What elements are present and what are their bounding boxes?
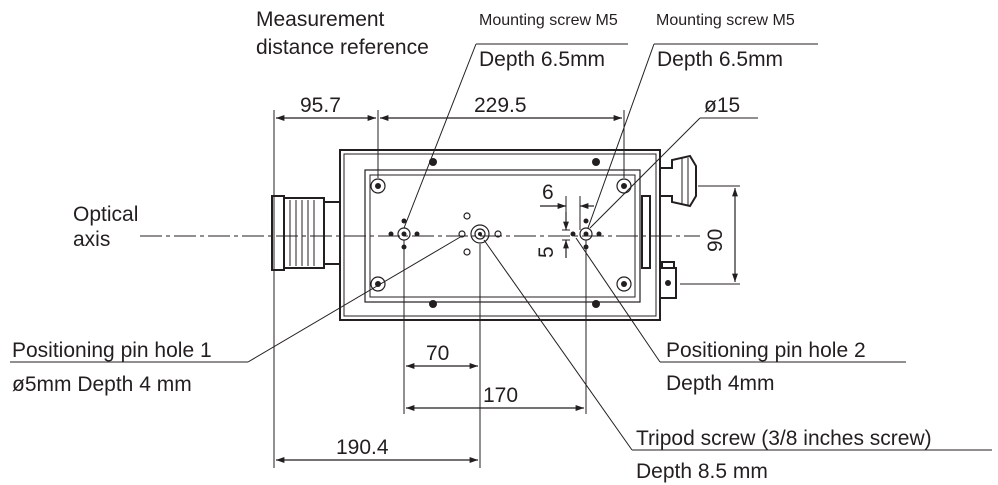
dim-phi15: ø15 (704, 94, 740, 117)
leader-lines (10, 43, 992, 451)
pin-hole1-detail: ø5mm Depth 4 mm (12, 373, 192, 396)
dim-6: 6 (542, 181, 554, 204)
measurement-ref-line1: Measurement (256, 8, 385, 31)
mount-screw-right-title: Mounting screw M5 (656, 12, 795, 29)
tripod-title: Tripod screw (3/8 inches screw) (636, 427, 932, 450)
mount-screw-right-depth: Depth 6.5mm (657, 48, 783, 71)
dimension-lines (273, 110, 740, 468)
pin-hole2-detail: Depth 4mm (666, 372, 775, 395)
optical-axis-line2: axis (73, 228, 110, 251)
tripod-detail: Depth 8.5 mm (636, 460, 768, 483)
optical-axis-line1: Optical (73, 203, 138, 226)
device-drawing (140, 149, 700, 321)
mount-screw-left-depth: Depth 6.5mm (479, 48, 605, 71)
pin-hole2-title: Positioning pin hole 2 (666, 339, 866, 362)
dim-70: 70 (426, 342, 449, 365)
dim-5: 5 (535, 246, 558, 258)
dim-190-4: 190.4 (336, 436, 389, 459)
labels: Measurement distance reference Mounting … (12, 8, 932, 483)
dim-90: 90 (704, 229, 727, 252)
dim-170: 170 (483, 384, 518, 407)
dimension-values: 95.7 229.5 ø15 6 5 90 70 170 190.4 (300, 94, 740, 459)
dim-95-7: 95.7 (300, 94, 341, 117)
measurement-ref-line2: distance reference (256, 36, 429, 59)
dim-229-5: 229.5 (474, 94, 527, 117)
pin-hole1-title: Positioning pin hole 1 (12, 339, 212, 362)
mount-screw-left-title: Mounting screw M5 (479, 12, 618, 29)
